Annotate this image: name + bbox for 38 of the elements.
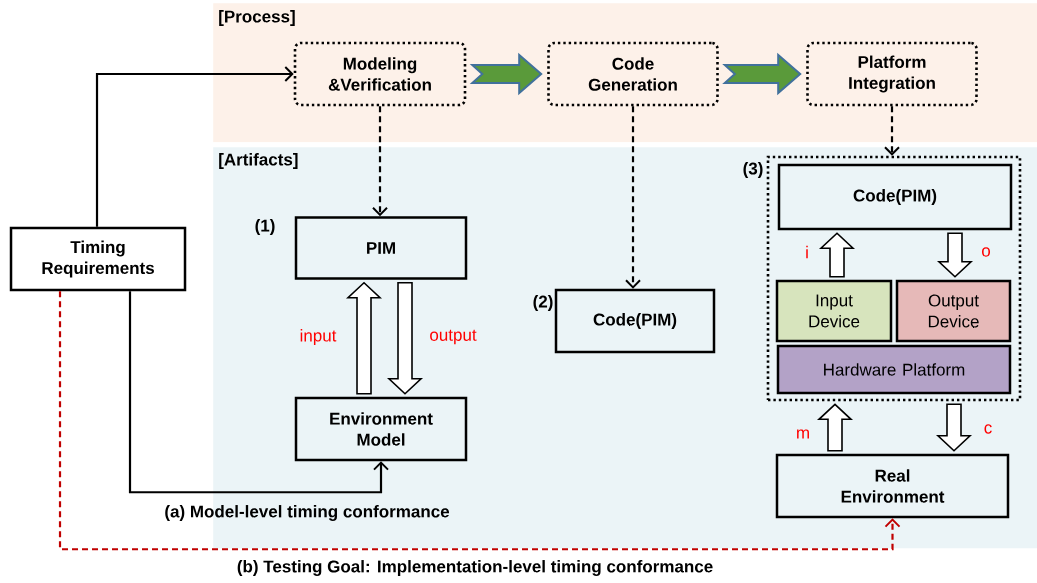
edge-label: o <box>982 247 990 257</box>
arrow <box>372 106 388 217</box>
artifact-box: Real Environment <box>775 453 1010 519</box>
edge-label: (b) Testing Goal: Implementation-level timing conformance <box>237 560 713 576</box>
block-arrow <box>818 232 856 278</box>
arrow <box>625 106 641 289</box>
block-arrow <box>935 403 973 452</box>
arrow <box>884 106 900 156</box>
artifact-box: Code(PIM) <box>554 288 716 354</box>
arrow <box>128 291 389 494</box>
item-number: (2) <box>533 295 553 311</box>
edge-label: m <box>797 429 809 439</box>
block-arrow <box>469 52 543 96</box>
edge-label: input <box>300 329 337 345</box>
artifact-box: Environment Model <box>294 396 468 462</box>
artifact-box: PIM <box>294 216 468 280</box>
edge-label: output <box>430 329 477 345</box>
item-number: (3) <box>743 162 763 178</box>
block-arrow <box>816 403 854 452</box>
platform-box: Hardware Platform <box>776 344 1012 395</box>
arrow <box>95 66 294 227</box>
edge-label: i <box>806 245 808 259</box>
arrow <box>58 291 901 551</box>
process-box: Platform Integration <box>806 41 978 107</box>
device-box: Input Device <box>775 279 893 343</box>
process-box: Modeling &Verification <box>293 41 467 107</box>
item-number: (1) <box>255 219 275 235</box>
requirements-box: Timing Requirements <box>9 226 187 292</box>
edge-label: c <box>984 424 992 434</box>
dotted-group-box <box>766 155 1022 402</box>
block-arrow <box>346 281 383 395</box>
artifact-box: Code(PIM) <box>777 163 1013 231</box>
block-arrow <box>722 52 802 96</box>
edge-label: (a) Model-level timing conformance <box>165 505 450 521</box>
block-arrow <box>387 281 424 395</box>
device-box: Output Device <box>895 279 1012 343</box>
block-arrow <box>936 232 974 278</box>
process-box: Code Generation <box>547 41 719 107</box>
